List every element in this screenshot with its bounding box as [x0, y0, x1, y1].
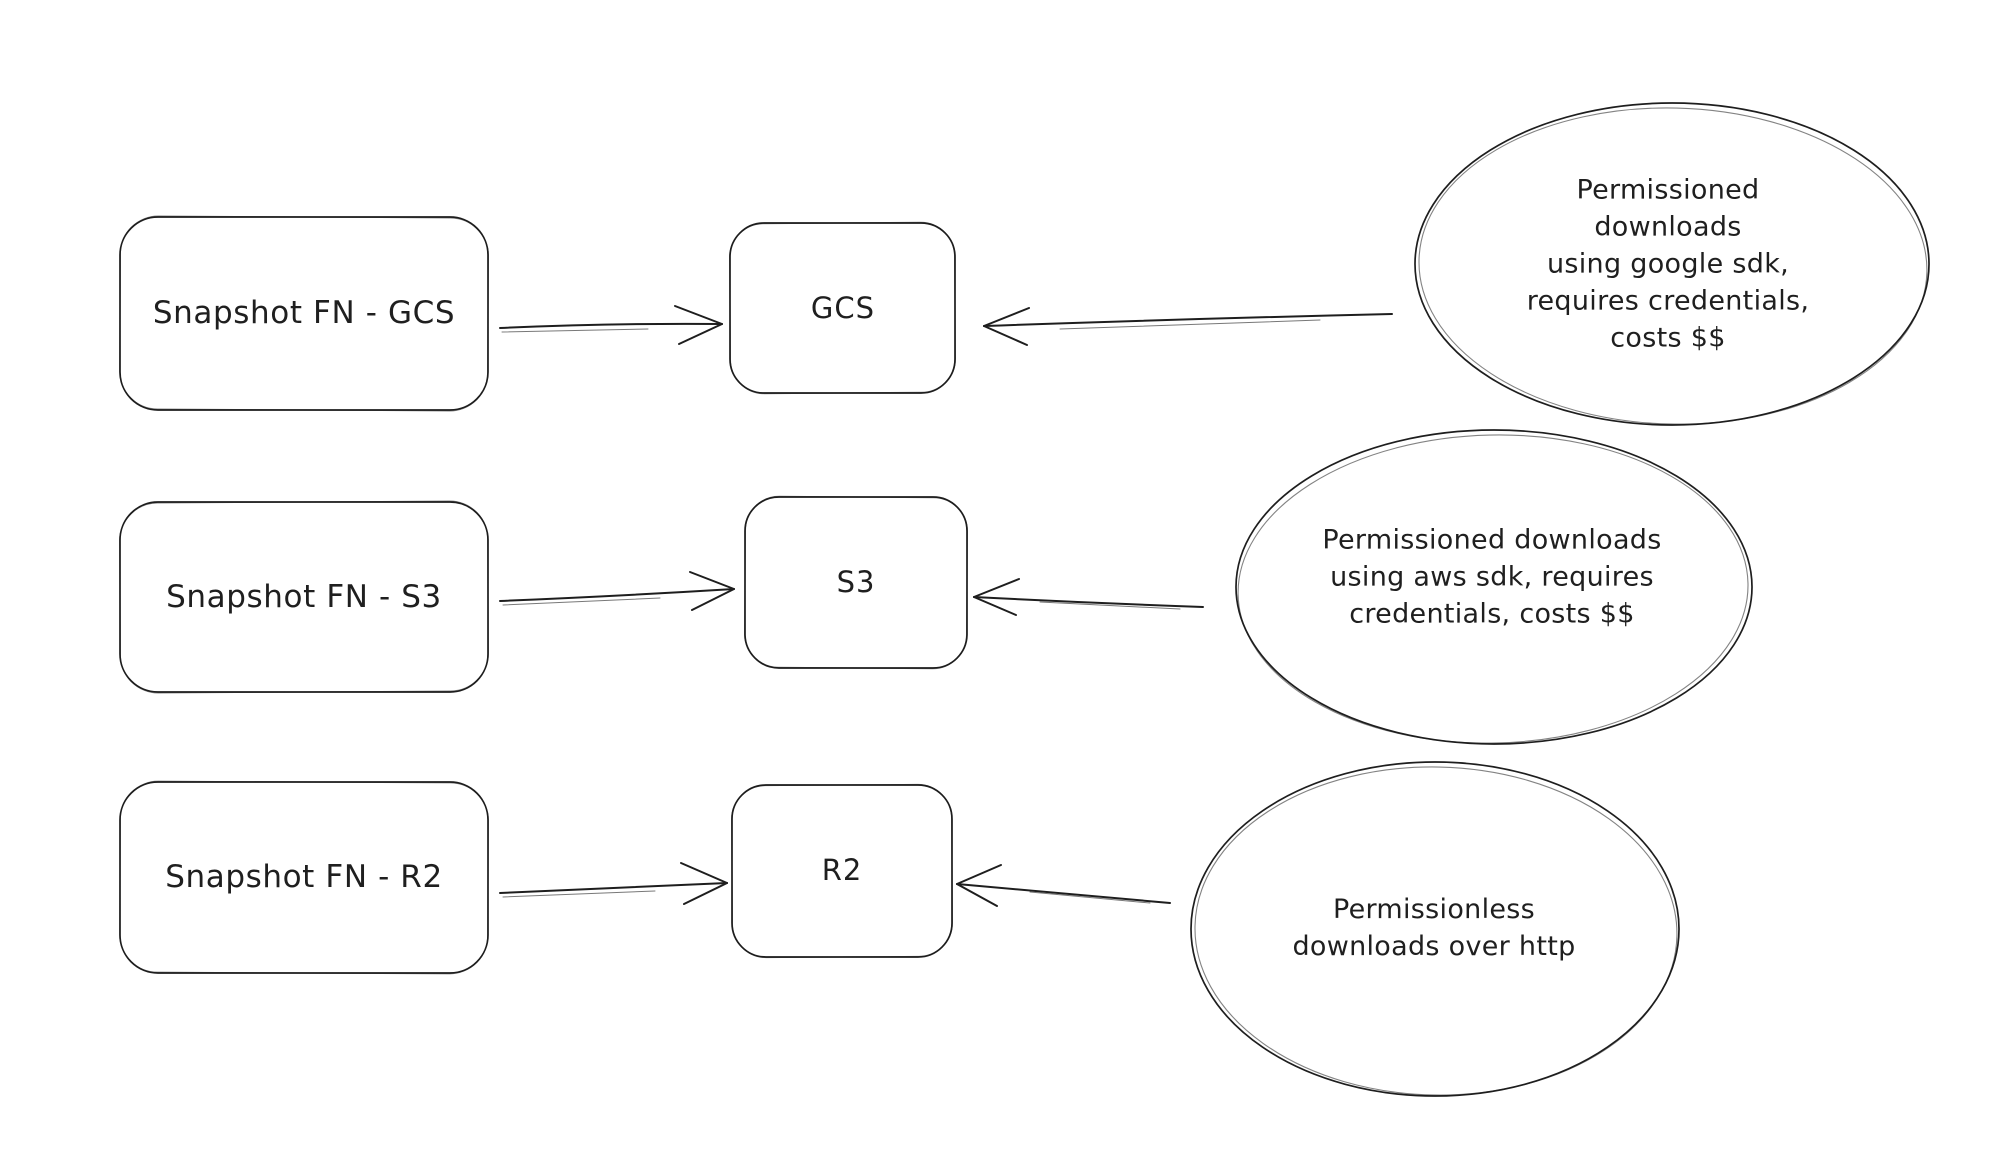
note-ellipse-gcs-shape	[1414, 102, 1930, 426]
arrow-s3-source-to-target	[499, 571, 735, 611]
source-box-gcs-label: Snapshot FN - GCS	[152, 295, 456, 331]
arrow-r2-source-to-target	[499, 862, 728, 905]
source-box-gcs-shape	[119, 215, 489, 412]
source-box-s3-label: Snapshot FN - S3	[166, 579, 442, 615]
source-box-r2-shape	[119, 780, 489, 975]
note-r2-text: Permissionless downloads over http	[1292, 894, 1576, 962]
arrow-r2-note-to-target	[956, 864, 1171, 907]
target-box-r2-label: R2	[821, 853, 863, 887]
target-box-s3-shape	[743, 495, 968, 670]
source-box-r2-label: Snapshot FN - R2	[165, 859, 443, 895]
target-box-r2-shape	[731, 783, 953, 959]
source-box-s3-shape	[119, 500, 489, 694]
arrow-gcs-note-to-target	[983, 307, 1393, 346]
arrow-s3-note-to-target	[973, 578, 1204, 616]
target-box-gcs-shape	[729, 221, 956, 395]
note-ellipse-s3-shape	[1235, 429, 1753, 745]
note-ellipse-r2-shape	[1190, 761, 1680, 1097]
target-box-s3-label: S3	[836, 565, 876, 599]
arrow-gcs-source-to-target	[499, 305, 723, 345]
note-s3-text: Permissioned downloads using aws sdk, re…	[1322, 524, 1662, 630]
target-box-gcs-label: GCS	[810, 291, 876, 325]
note-gcs-text: Permissioned downloads using google sdk,…	[1526, 174, 1810, 354]
